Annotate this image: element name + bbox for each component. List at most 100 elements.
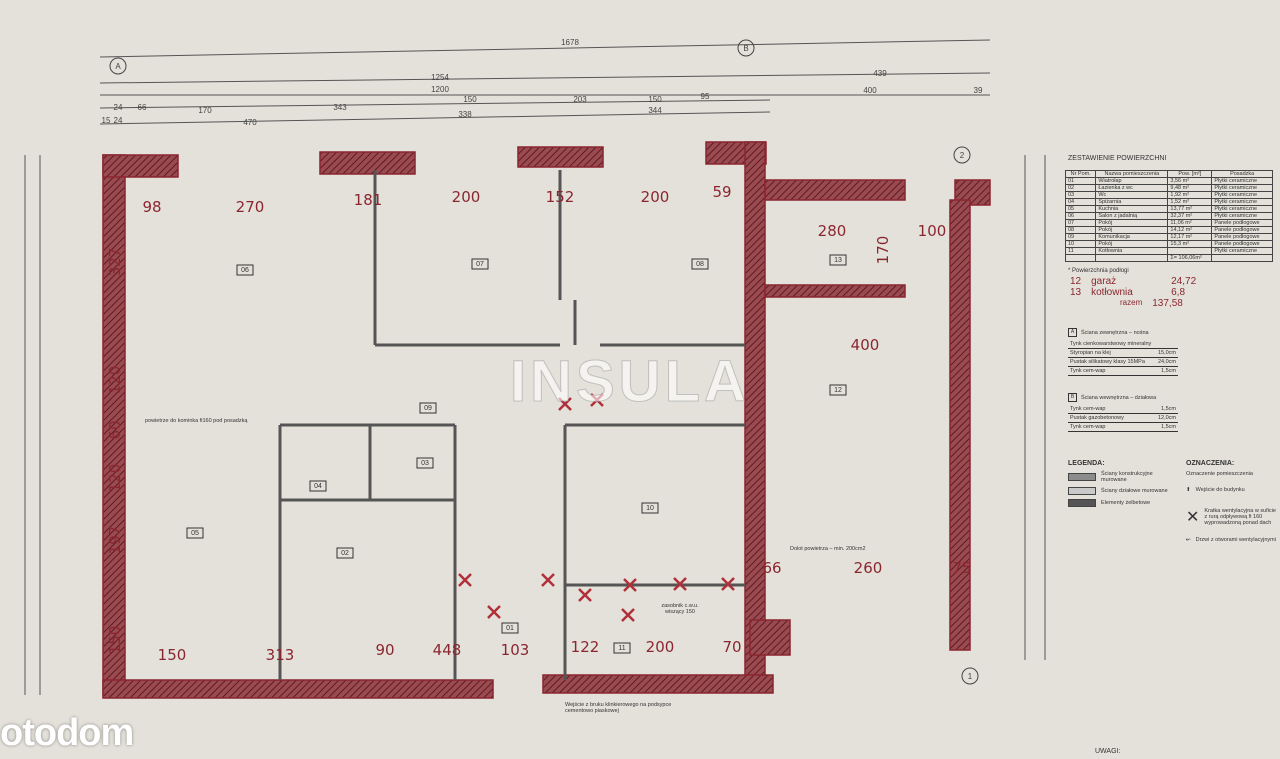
dimension-label: 100: [918, 222, 947, 240]
notes-heading: UWAGI:: [1095, 748, 1121, 755]
col-header: Pow. [m²]: [1167, 170, 1213, 178]
marking-item: Oznaczenie pomieszczenia: [1186, 471, 1253, 477]
room-tag: [829, 254, 847, 266]
room-tag: [336, 547, 354, 559]
vent-x-icon: [623, 578, 637, 592]
table-cell: 07: [1064, 219, 1097, 227]
layer-name: Tynk cem-wap: [1070, 424, 1106, 430]
layer-name: Tynk cem-wap: [1070, 368, 1106, 374]
table-cell: Komunikacja: [1095, 233, 1169, 241]
legend: LEGENDA: Ściany konstrukcyjne murowane Ś…: [1068, 460, 1176, 507]
dimension-label: 344: [648, 106, 662, 115]
dimension-label: 270: [236, 198, 265, 216]
boiler-note: zasobnik c.w.u. wiszący 150: [661, 603, 699, 615]
dimension-label: 39: [974, 86, 983, 95]
dimension-label: 150: [463, 95, 477, 104]
room-number: 09: [424, 405, 432, 412]
dimension-label: 24: [114, 116, 123, 125]
table-cell: 08: [1064, 226, 1097, 234]
surface-table: Nr Pom. Nazwa pomieszczenia Pow. [m²] Po…: [1064, 170, 1273, 262]
dimension-label: 448: [433, 641, 462, 659]
layer-row: Tynk cem-wap 1,5cm: [1068, 367, 1178, 376]
vent-x-icon: [673, 577, 687, 591]
table-note: * Powierzchnia podłogi: [1068, 268, 1129, 274]
layer-row: Tynk cem-wap 1,5cm: [1068, 423, 1178, 432]
room-number: 08: [696, 261, 704, 268]
room-number: 04: [314, 483, 322, 490]
table-cell: Pokój: [1095, 219, 1169, 227]
table-cell: 12,17 m²: [1167, 233, 1213, 241]
layer-row: Tynk cienkowarstwowy mineralny: [1068, 340, 1178, 349]
table-cell: [1167, 247, 1213, 255]
room-tag: [471, 258, 489, 270]
room-tag: [691, 258, 709, 270]
layer-thickness: 1,5cm: [1161, 368, 1176, 374]
dimension-label: 66: [762, 559, 781, 577]
dimension-label: 66: [138, 103, 147, 112]
layer-name: Styropian na klej: [1070, 350, 1111, 356]
boiler-room-wall: [764, 284, 906, 298]
ventilation-note: Dolot powietrza – min. 200cm2: [790, 546, 866, 552]
arrow-up-icon: ⬆: [1186, 487, 1191, 493]
axis-label: 1: [968, 672, 973, 681]
table-cell: 15,3 m²: [1167, 240, 1213, 248]
axis-label: B: [743, 44, 748, 53]
col-header: Nr Pom.: [1064, 170, 1097, 178]
layer-thickness: 1,5cm: [1161, 424, 1176, 430]
table-cell: Płytki ceramiczne: [1211, 177, 1273, 185]
dimension-label: 150: [158, 646, 187, 664]
dimension-label: 1678: [561, 38, 579, 47]
room-name: garaż: [1091, 276, 1117, 287]
marking-item: Kratka wentylacyjna w suficie z rurą odp…: [1204, 508, 1276, 526]
table-cell: 05: [1064, 205, 1097, 213]
table-cell: 11,06 m²: [1167, 219, 1213, 227]
vent-x-icon: [558, 397, 572, 411]
axis-circle: [109, 57, 127, 75]
wall-north: [517, 146, 604, 168]
axis-circle: [737, 39, 755, 57]
wall-pillar: [749, 619, 791, 656]
room-area: 24,72: [1171, 276, 1197, 287]
vent-x-icon: [721, 577, 735, 591]
room-tag: [186, 527, 204, 539]
dimension-lines: [24, 39, 1046, 695]
dimension-label: 200: [452, 188, 481, 206]
table-cell: Płytki ceramiczne: [1211, 191, 1273, 199]
room-number: 12: [834, 387, 842, 394]
dimension-label: 70: [722, 638, 741, 656]
dimension-label: 1200: [431, 85, 449, 94]
room-number: 05: [191, 530, 199, 537]
table-cell: Płytki ceramiczne: [1211, 184, 1273, 192]
room-number: 07: [476, 261, 484, 268]
room-number: 02: [341, 550, 349, 557]
walls: [102, 141, 991, 699]
col-header: Posadzka: [1211, 170, 1273, 178]
dimension-label: 120: [106, 366, 124, 395]
dimension-label: 152: [546, 188, 575, 206]
dimension-label: 181: [354, 191, 383, 209]
garage-wall-north: [764, 179, 906, 201]
wall-tag: A: [1068, 328, 1077, 337]
markings: OZNACZENIA: Oznaczenie pomieszczenia ⬆We…: [1186, 460, 1278, 543]
vent-x-icon: [487, 605, 501, 619]
table-cell: Pokój: [1095, 226, 1169, 234]
dimension-label: 400: [863, 86, 877, 95]
dimension-label: 439: [873, 69, 887, 78]
marking-item: Wejście do budynku: [1195, 487, 1245, 493]
table-cell: 11: [1064, 247, 1097, 255]
dimension-label: 470: [243, 118, 257, 127]
dimension-label: 24: [114, 103, 123, 112]
wall-title: Ściana wewnętrzna – działowa: [1081, 394, 1157, 401]
